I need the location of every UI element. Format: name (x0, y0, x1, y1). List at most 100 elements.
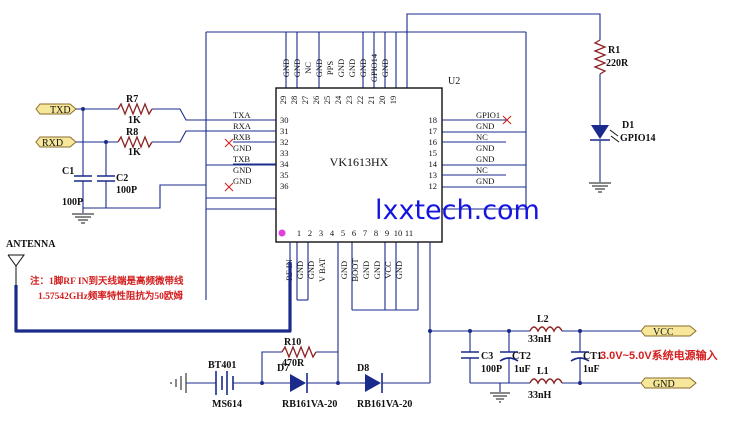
pin-label-6: GND (339, 261, 349, 279)
inductor-l1 (529, 378, 563, 385)
c3-value: 100P (481, 364, 502, 375)
d1-value: GPIO14 (620, 133, 656, 144)
pin-label-25: PPS (325, 61, 335, 75)
c2-ref: C2 (116, 173, 128, 184)
ground-symbol-vcc (490, 392, 510, 403)
pin-number-24: 24 (333, 95, 343, 104)
chip-part-number: VK1613HX (330, 155, 389, 169)
pin-label-17: GND (476, 121, 494, 131)
port-gnd (640, 377, 697, 389)
pin-label-8: GND (361, 261, 371, 279)
pin-number-32: 32 (280, 137, 289, 147)
chip-refdes: U2 (448, 76, 460, 87)
pin-label-22: GND (358, 59, 368, 77)
pin-number-19: 19 (388, 96, 398, 105)
pin-number-31: 31 (280, 126, 289, 136)
pin-label-34: TXB (233, 154, 250, 164)
d1-ref: D1 (622, 120, 634, 131)
pin-label-28: GND (292, 59, 302, 77)
pin-number-30: 30 (280, 115, 289, 125)
pin-label-11: GND (394, 261, 404, 279)
port-vcc-label: VCC (653, 327, 674, 338)
c3-ref: C3 (481, 351, 493, 362)
d7-ref: D7 (277, 363, 289, 374)
pin-label-21: GPIO14 (369, 53, 379, 82)
pin-label-24: GND (336, 59, 346, 77)
pin-number-21: 21 (366, 96, 376, 105)
r7-ref: R7 (126, 94, 138, 105)
watermark: lxxtech.com (375, 195, 540, 226)
pin-label-9: GND (372, 261, 382, 279)
pin-label-27: NC (303, 62, 313, 74)
r8-value: 1K (128, 147, 141, 158)
pin-number-26: 26 (311, 96, 321, 105)
c2-value: 100P (116, 185, 137, 196)
port-txd (35, 103, 77, 115)
no-connect-markers (224, 115, 512, 192)
gnd-bus-frame (205, 31, 527, 311)
port-rxd-label: RXD (42, 138, 63, 149)
resistor-r8 (117, 135, 153, 149)
r1-ref: R1 (608, 45, 620, 56)
ground-symbol-bt (170, 373, 187, 393)
battery-backup-section: BT401 MS614 D7 RB161VA-20 R10 470R D8 RB… (170, 242, 430, 410)
ct2-ref: CT2 (512, 351, 531, 362)
power-supply-section: C3 100P CT2 1uF L2 33nH L1 33nH (428, 242, 718, 403)
power-input-label: 3.0V~5.0V系统电源输入 (600, 348, 718, 362)
port-rxd (35, 136, 77, 148)
pin-label-23: GND (347, 59, 357, 77)
pin-number-11: 11 (405, 228, 413, 238)
pin-number-2: 2 (308, 228, 312, 238)
pin-number-1: 1 (297, 228, 301, 238)
led-indicator-section: R1 220R D1 GPIO14 (406, 13, 656, 193)
pin-number-6: 6 (352, 228, 356, 238)
pin-number-4: 4 (330, 228, 335, 238)
pin-number-15: 15 (429, 148, 438, 158)
pin-label-26: GND (314, 59, 324, 77)
antenna-label: ANTENNA (6, 239, 56, 250)
r8-ref: R8 (126, 127, 138, 138)
c1-ref: C1 (62, 166, 74, 177)
pin-label-33: GND (233, 143, 251, 153)
pin-number-16: 16 (429, 137, 438, 147)
pin-number-8: 8 (374, 228, 378, 238)
pin1-marker (278, 229, 286, 237)
pin-number-13: 13 (429, 170, 438, 180)
pin-number-28: 28 (289, 96, 299, 105)
pin-number-17: 17 (429, 126, 438, 136)
pin-number-14: 14 (429, 159, 438, 169)
pin-label-32: RXB (233, 132, 251, 142)
pin-number-5: 5 (341, 228, 345, 238)
pin-label-30: TXA (233, 110, 251, 120)
diode-d7 (290, 374, 306, 392)
pin-number-33: 33 (280, 148, 289, 158)
pin-number-27: 27 (300, 96, 310, 105)
resistor-r10 (281, 345, 317, 359)
pin-label-13: NC (476, 165, 488, 175)
ground-symbol-c1 (72, 213, 94, 224)
serial-interface: TXD RXD R7 1K R8 1K C1 100P C2 100P (35, 94, 276, 224)
pin-label-15: GND (476, 143, 494, 153)
pin-number-22: 22 (355, 96, 365, 105)
r10-ref: R10 (284, 337, 301, 348)
note-line-1: 注：1脚RF IN到天线端是高频微带线 (30, 275, 184, 287)
port-vcc (640, 325, 697, 337)
l1-ref: L1 (537, 366, 549, 377)
pin-number-34: 34 (280, 159, 289, 169)
pin-label-35: GND (233, 165, 251, 175)
l2-ref: L2 (537, 314, 549, 325)
bt401-value: MS614 (212, 399, 242, 410)
rf-microstrip-line (14, 262, 292, 333)
pin-label-18: GPIO1 (476, 110, 500, 120)
note-line-2: 1.57542GHz频率特性阻抗为50欧姆 (38, 290, 183, 302)
r7-value: 1K (128, 115, 141, 126)
pin-number-7: 7 (363, 228, 367, 238)
l2-value: 33nH (528, 334, 552, 345)
ct2-value: 1uF (514, 364, 531, 375)
c1-value: 100P (62, 197, 83, 208)
d8-ref: D8 (357, 363, 369, 374)
led-d1 (591, 125, 609, 139)
antenna-section: ANTENNA 注：1脚RF IN到天线端是高频微带线 1.57542GHz频率… (6, 239, 292, 333)
pin-label-20: GND (380, 59, 390, 77)
